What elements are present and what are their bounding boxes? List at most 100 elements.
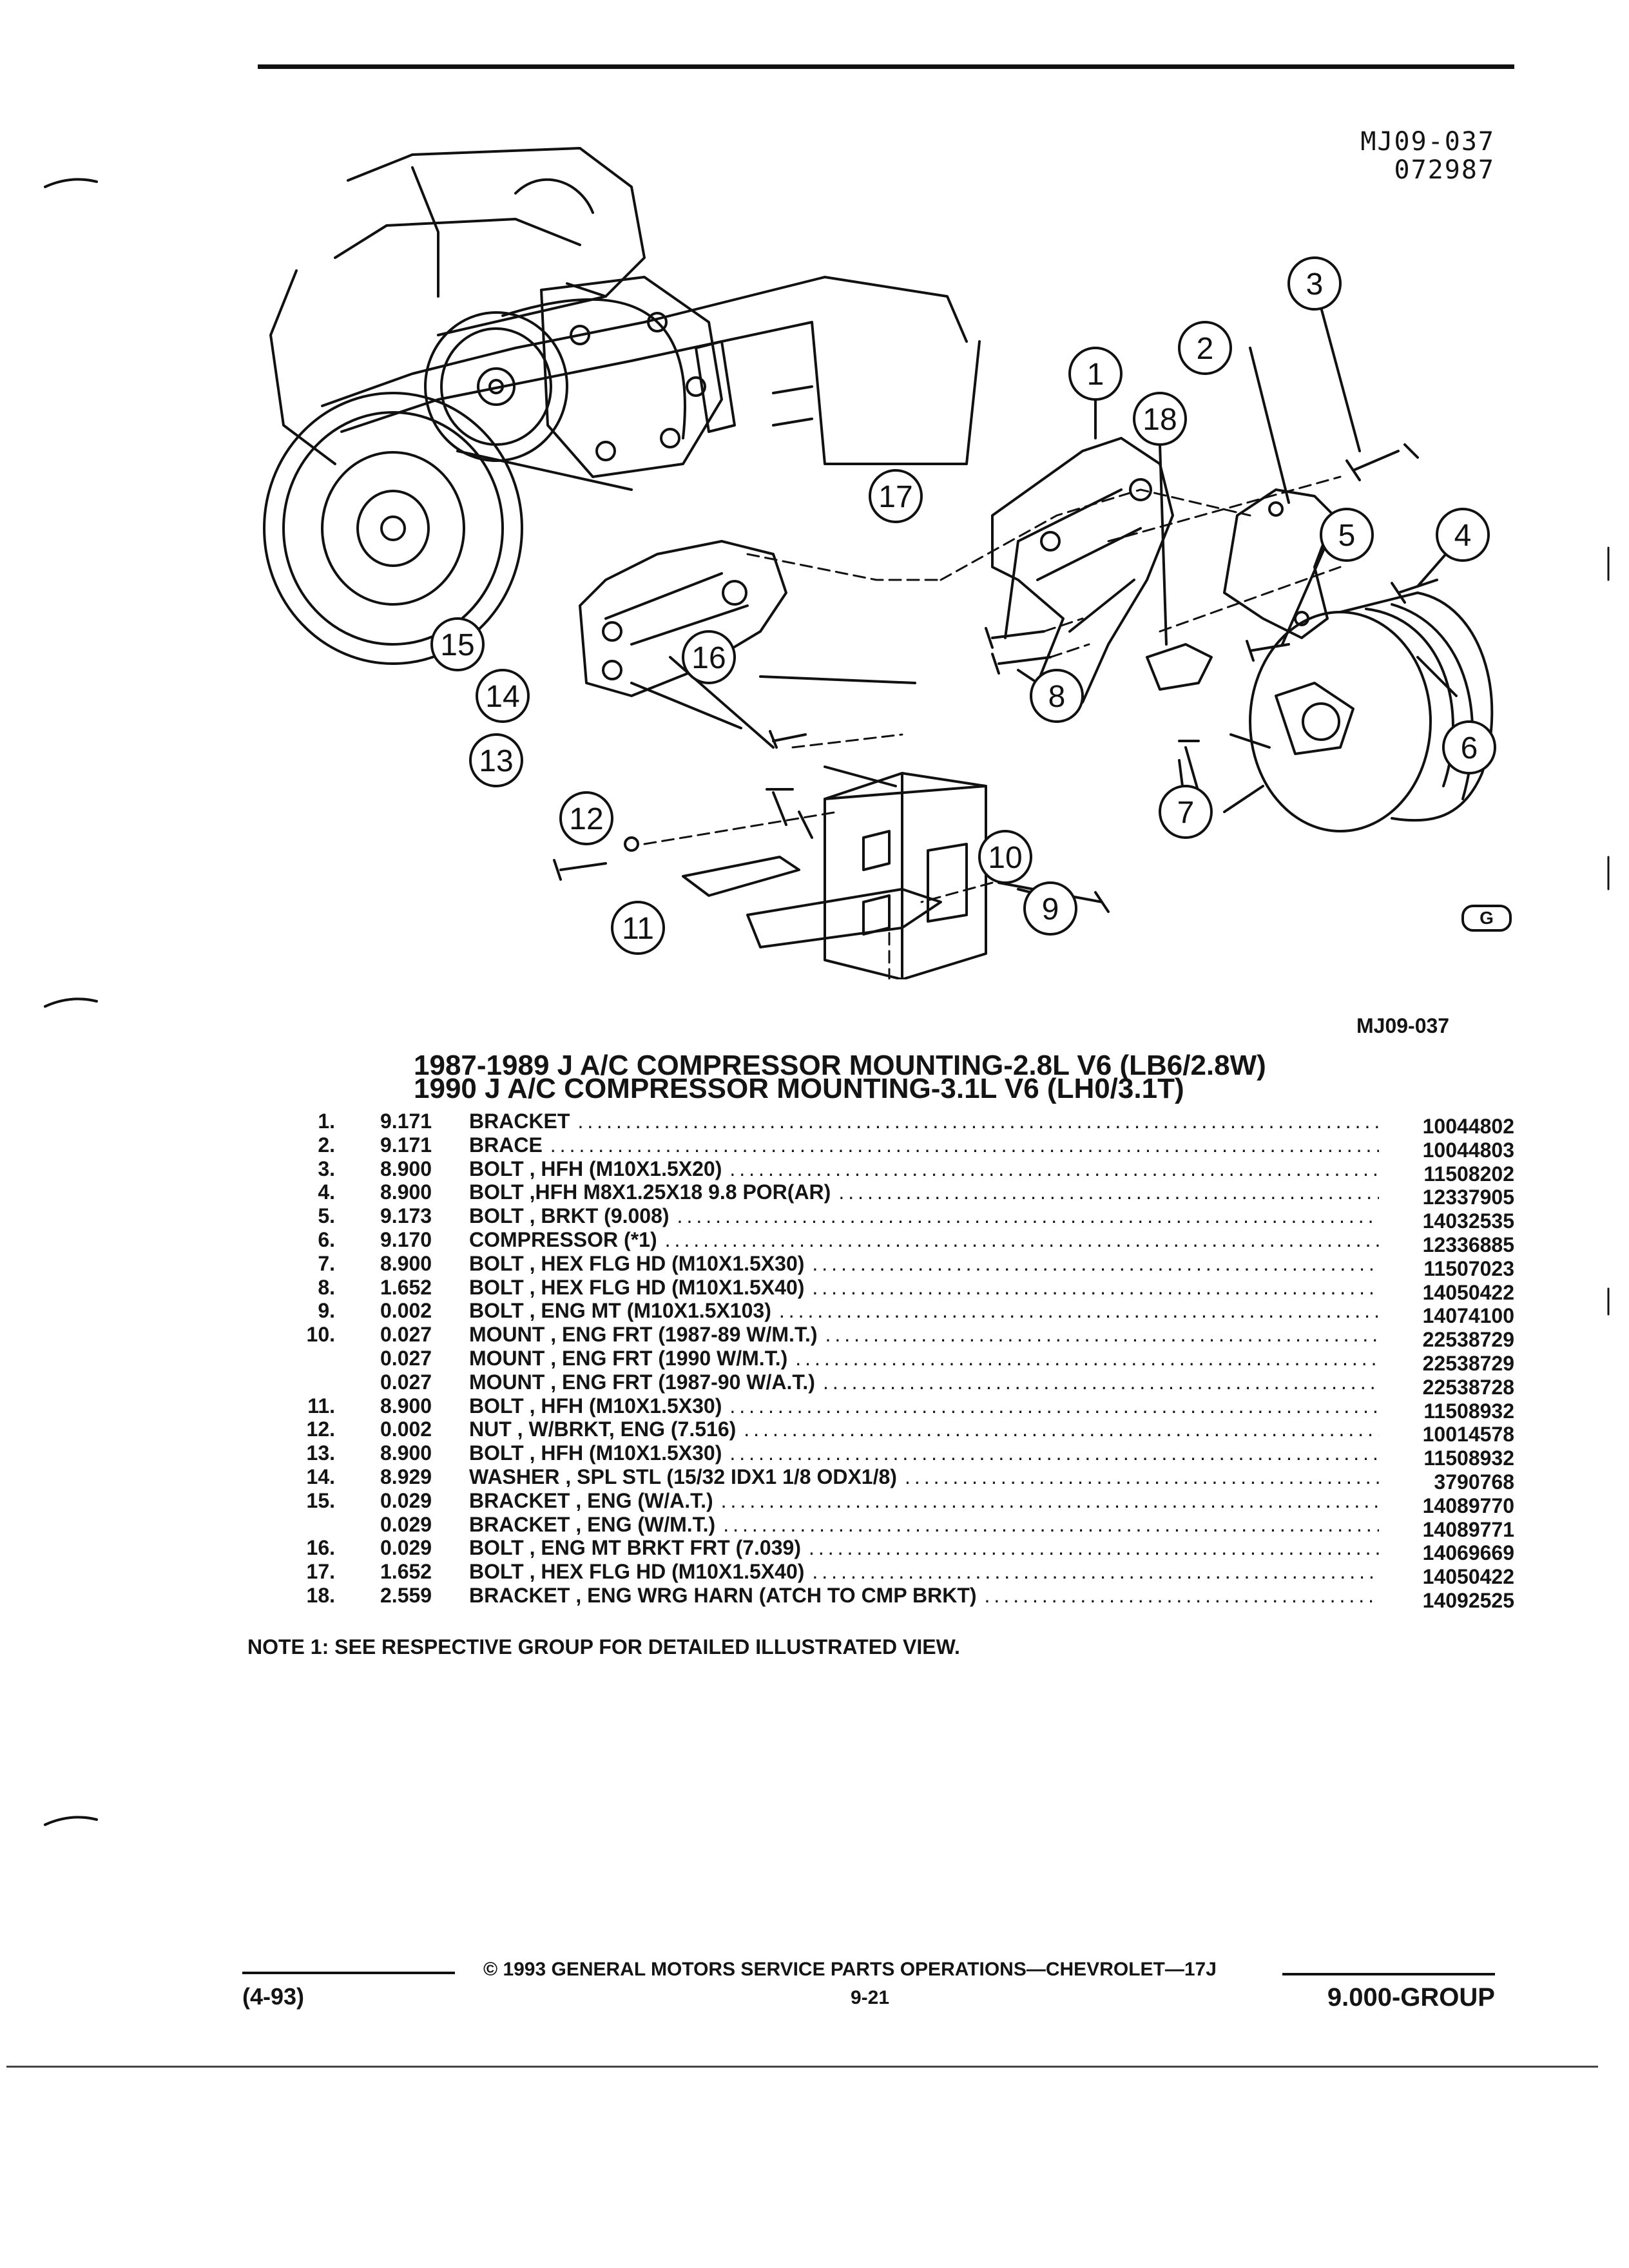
part-number: 14074100 bbox=[1422, 1304, 1514, 1328]
svg-text:16: 16 bbox=[691, 641, 726, 675]
part-description: BOLT , HEX FLG HD (M10X1.5X40) bbox=[469, 1560, 805, 1584]
svg-text:6: 6 bbox=[1461, 731, 1478, 765]
figure-id: MJ09-037 bbox=[1360, 127, 1495, 157]
item-number: 7. bbox=[318, 1251, 335, 1275]
table-row: 2. 9.171 BRACE............................… bbox=[245, 1133, 1514, 1162]
leader-dots: ........................................… bbox=[822, 1370, 1379, 1394]
part-number: 22538729 bbox=[1422, 1328, 1514, 1352]
group-number: 8.929 bbox=[380, 1465, 432, 1488]
pump-housing bbox=[540, 276, 723, 478]
part-description: BOLT , HEX FLG HD (M10X1.5X40) bbox=[469, 1275, 805, 1299]
svg-text:7: 7 bbox=[1177, 796, 1195, 830]
group-number: 9.173 bbox=[380, 1204, 432, 1228]
group-number: 1.652 bbox=[380, 1275, 432, 1299]
group-number: 8.900 bbox=[380, 1251, 432, 1275]
crank-pulley bbox=[263, 392, 523, 665]
group-number: 9.171 bbox=[380, 1133, 432, 1157]
part-number: 12336885 bbox=[1422, 1233, 1514, 1256]
item-number: 3. bbox=[318, 1157, 335, 1180]
group-number: 8.900 bbox=[380, 1394, 432, 1418]
callout-16: 16 bbox=[682, 630, 736, 684]
group-number: 8.900 bbox=[380, 1157, 432, 1180]
svg-text:1: 1 bbox=[1087, 358, 1104, 392]
part-description: BRACKET , ENG WRG HARN (ATCH TO CMP BRKT… bbox=[469, 1583, 977, 1607]
part-number: 11508932 bbox=[1423, 1446, 1514, 1470]
part-number: 22538729 bbox=[1422, 1351, 1514, 1375]
footer-rule-right bbox=[1282, 1973, 1495, 1975]
leader-dots: ........................................… bbox=[720, 1488, 1379, 1512]
callout-7: 7 bbox=[1159, 785, 1213, 839]
group-number: 0.029 bbox=[380, 1488, 432, 1512]
item-number: 14. bbox=[306, 1465, 335, 1488]
leader-dots: ........................................… bbox=[795, 1346, 1379, 1370]
part-number: 10014578 bbox=[1422, 1423, 1514, 1446]
description-cell: MOUNT , ENG FRT (1987-90 W/A.T.)........… bbox=[469, 1370, 1379, 1394]
callout-2: 2 bbox=[1178, 321, 1232, 375]
engine-mount-10 bbox=[746, 772, 987, 979]
callout-15: 15 bbox=[430, 617, 485, 671]
item-number: 4. bbox=[318, 1180, 335, 1204]
group-number: 0.027 bbox=[380, 1370, 432, 1394]
part-description: MOUNT , ENG FRT (1987-89 W/M.T.) bbox=[469, 1323, 818, 1347]
part-description: BOLT , HFH (M10X1.5X30) bbox=[469, 1394, 722, 1418]
item-number: 8. bbox=[318, 1275, 335, 1299]
item-number: 9. bbox=[318, 1299, 335, 1323]
leader-dots: ........................................… bbox=[808, 1536, 1379, 1560]
part-number: 11508202 bbox=[1423, 1162, 1514, 1186]
part-number: 14050422 bbox=[1422, 1565, 1514, 1589]
part-description: WASHER , SPL STL (15/32 IDX1 1/8 ODX1/8) bbox=[469, 1465, 897, 1488]
part-description: NUT , W/BRKT, ENG (7.516) bbox=[469, 1418, 737, 1441]
description-cell: BRACKET , ENG WRG HARN (ATCH TO CMP BRKT… bbox=[469, 1584, 1379, 1607]
leader-dots: ........................................… bbox=[664, 1227, 1379, 1251]
leader-dots: ........................................… bbox=[677, 1204, 1379, 1228]
callout-3: 3 bbox=[1287, 256, 1342, 311]
leader-dots: ........................................… bbox=[744, 1418, 1379, 1441]
leader-dots: ........................................… bbox=[812, 1251, 1379, 1275]
group-number: 0.002 bbox=[380, 1299, 432, 1323]
callout-18: 18 bbox=[1133, 392, 1187, 446]
part-description: BOLT , BRKT (9.008) bbox=[469, 1204, 670, 1228]
title-line-1: 1987-1989 J A/C COMPRESSOR MOUNTING-2.8L… bbox=[414, 1050, 1266, 1081]
callout-6: 6 bbox=[1442, 720, 1496, 774]
group-number: 2.559 bbox=[380, 1583, 432, 1607]
leader-dots: ........................................… bbox=[838, 1180, 1379, 1204]
harness-bracket-18 bbox=[1146, 643, 1213, 691]
group-number: 9.170 bbox=[380, 1227, 432, 1251]
leader-dots: ........................................… bbox=[984, 1583, 1379, 1607]
leader-dots: ........................................… bbox=[812, 1560, 1379, 1584]
part-description: BRACKET , ENG (W/A.T.) bbox=[469, 1488, 713, 1512]
part-number: 11507023 bbox=[1423, 1256, 1514, 1280]
part-description: BOLT , HEX FLG HD (M10X1.5X30) bbox=[469, 1251, 805, 1275]
callout-12: 12 bbox=[559, 791, 613, 845]
part-description: BRACKET bbox=[469, 1110, 570, 1133]
svg-text:5: 5 bbox=[1338, 519, 1356, 553]
callout-5: 5 bbox=[1320, 508, 1374, 562]
svg-text:13: 13 bbox=[479, 744, 513, 778]
item-number: 13. bbox=[306, 1441, 335, 1465]
svg-text:2: 2 bbox=[1197, 332, 1214, 366]
leader-dots: ........................................… bbox=[729, 1441, 1379, 1465]
group-number: 0.027 bbox=[380, 1323, 432, 1347]
figure-reference: MJ09-037 bbox=[1356, 1014, 1450, 1037]
item-number: 2. bbox=[318, 1133, 335, 1157]
group-number: 9.171 bbox=[380, 1110, 432, 1133]
title-line-2: 1990 J A/C COMPRESSOR MOUNTING-3.1L V6 (… bbox=[414, 1073, 1184, 1104]
description-cell: BRACE...................................… bbox=[469, 1133, 1379, 1157]
leader-dots: ........................................… bbox=[904, 1465, 1379, 1488]
svg-text:3: 3 bbox=[1306, 267, 1324, 302]
item-number: 18. bbox=[306, 1583, 335, 1607]
description-cell: BOLT , HFH (M10X1.5X30).................… bbox=[469, 1394, 1379, 1418]
svg-text:8: 8 bbox=[1048, 680, 1066, 714]
brace-2 bbox=[1223, 488, 1335, 639]
part-description: BRACKET , ENG (W/M.T.) bbox=[469, 1512, 716, 1536]
